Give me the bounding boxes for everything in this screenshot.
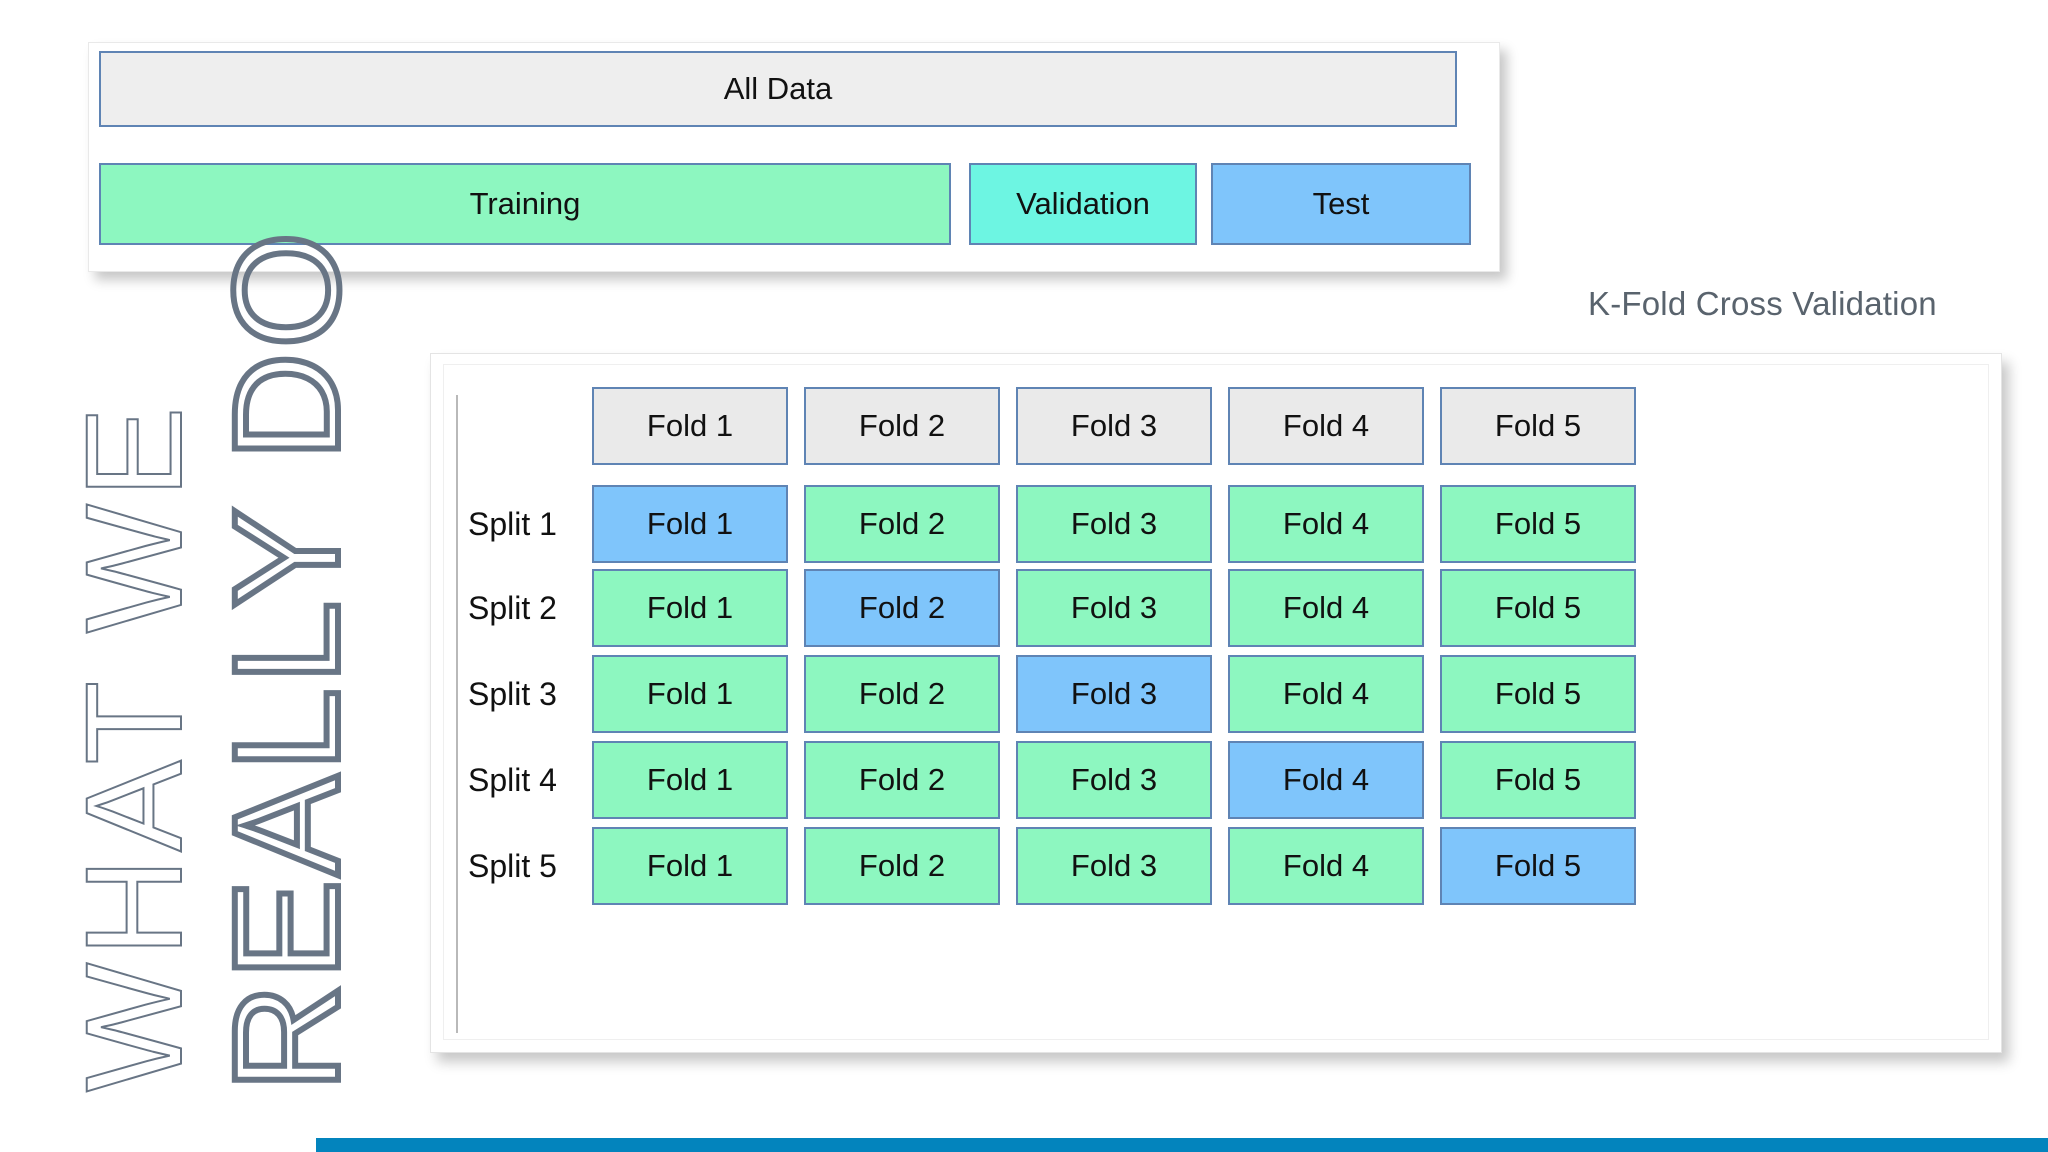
fold-cell-training: Fold 3: [1016, 741, 1212, 819]
fold-cell-training: Fold 1: [592, 827, 788, 905]
fold-cell-training: Fold 5: [1440, 655, 1636, 733]
fold-cell-training: Fold 3: [1016, 827, 1212, 905]
fold-cell-validation: Fold 3: [1016, 655, 1212, 733]
fold-header-cell: Fold 4: [1228, 387, 1424, 465]
test-segment: Test: [1211, 163, 1471, 245]
fold-cell-training: Fold 4: [1228, 569, 1424, 647]
fold-header-cell: Fold 3: [1016, 387, 1212, 465]
vertical-title-what-we: WHAT WE: [57, 400, 212, 1093]
fold-cell-training: Fold 4: [1228, 655, 1424, 733]
kfold-title: K-Fold Cross Validation: [1588, 285, 1937, 322]
kfold-left-rule: [456, 395, 458, 1033]
fold-cell-validation: Fold 1: [592, 485, 788, 563]
fold-cell-validation: Fold 2: [804, 569, 1000, 647]
fold-cell-training: Fold 3: [1016, 569, 1212, 647]
fold-cell-training: Fold 5: [1440, 741, 1636, 819]
fold-header-cell: Fold 5: [1440, 387, 1636, 465]
training-segment: Training: [99, 163, 951, 245]
fold-cell-training: Fold 1: [592, 655, 788, 733]
fold-cell-training: Fold 1: [592, 741, 788, 819]
all-data-panel-inner: All Data Training Validation Test: [99, 51, 1489, 261]
fold-cell-training: Fold 1: [592, 569, 788, 647]
fold-cell-training: Fold 5: [1440, 485, 1636, 563]
all-data-panel: All Data Training Validation Test: [88, 42, 1500, 272]
fold-cell-validation: Fold 4: [1228, 741, 1424, 819]
fold-header-cell: Fold 1: [592, 387, 788, 465]
fold-cell-training: Fold 2: [804, 827, 1000, 905]
vertical-title-really-do: REALLY DO: [199, 225, 373, 1095]
split-row-label: Split 1: [468, 505, 557, 542]
split-row-label: Split 3: [468, 675, 557, 712]
fold-cell-training: Fold 2: [804, 741, 1000, 819]
validation-segment: Validation: [969, 163, 1197, 245]
split-row-label: Split 4: [468, 761, 557, 798]
fold-cell-training: Fold 2: [804, 655, 1000, 733]
fold-header-cell: Fold 2: [804, 387, 1000, 465]
fold-cell-training: Fold 5: [1440, 569, 1636, 647]
fold-cell-validation: Fold 5: [1440, 827, 1636, 905]
fold-cell-training: Fold 3: [1016, 485, 1212, 563]
fold-cell-training: Fold 4: [1228, 485, 1424, 563]
split-row-label: Split 5: [468, 847, 557, 884]
fold-cell-training: Fold 4: [1228, 827, 1424, 905]
all-data-box: All Data: [99, 51, 1457, 127]
fold-cell-training: Fold 2: [804, 485, 1000, 563]
bottom-accent-bar: [316, 1138, 2048, 1152]
data-split-row: Training Validation Test: [99, 163, 1471, 245]
split-row-label: Split 2: [468, 589, 557, 626]
